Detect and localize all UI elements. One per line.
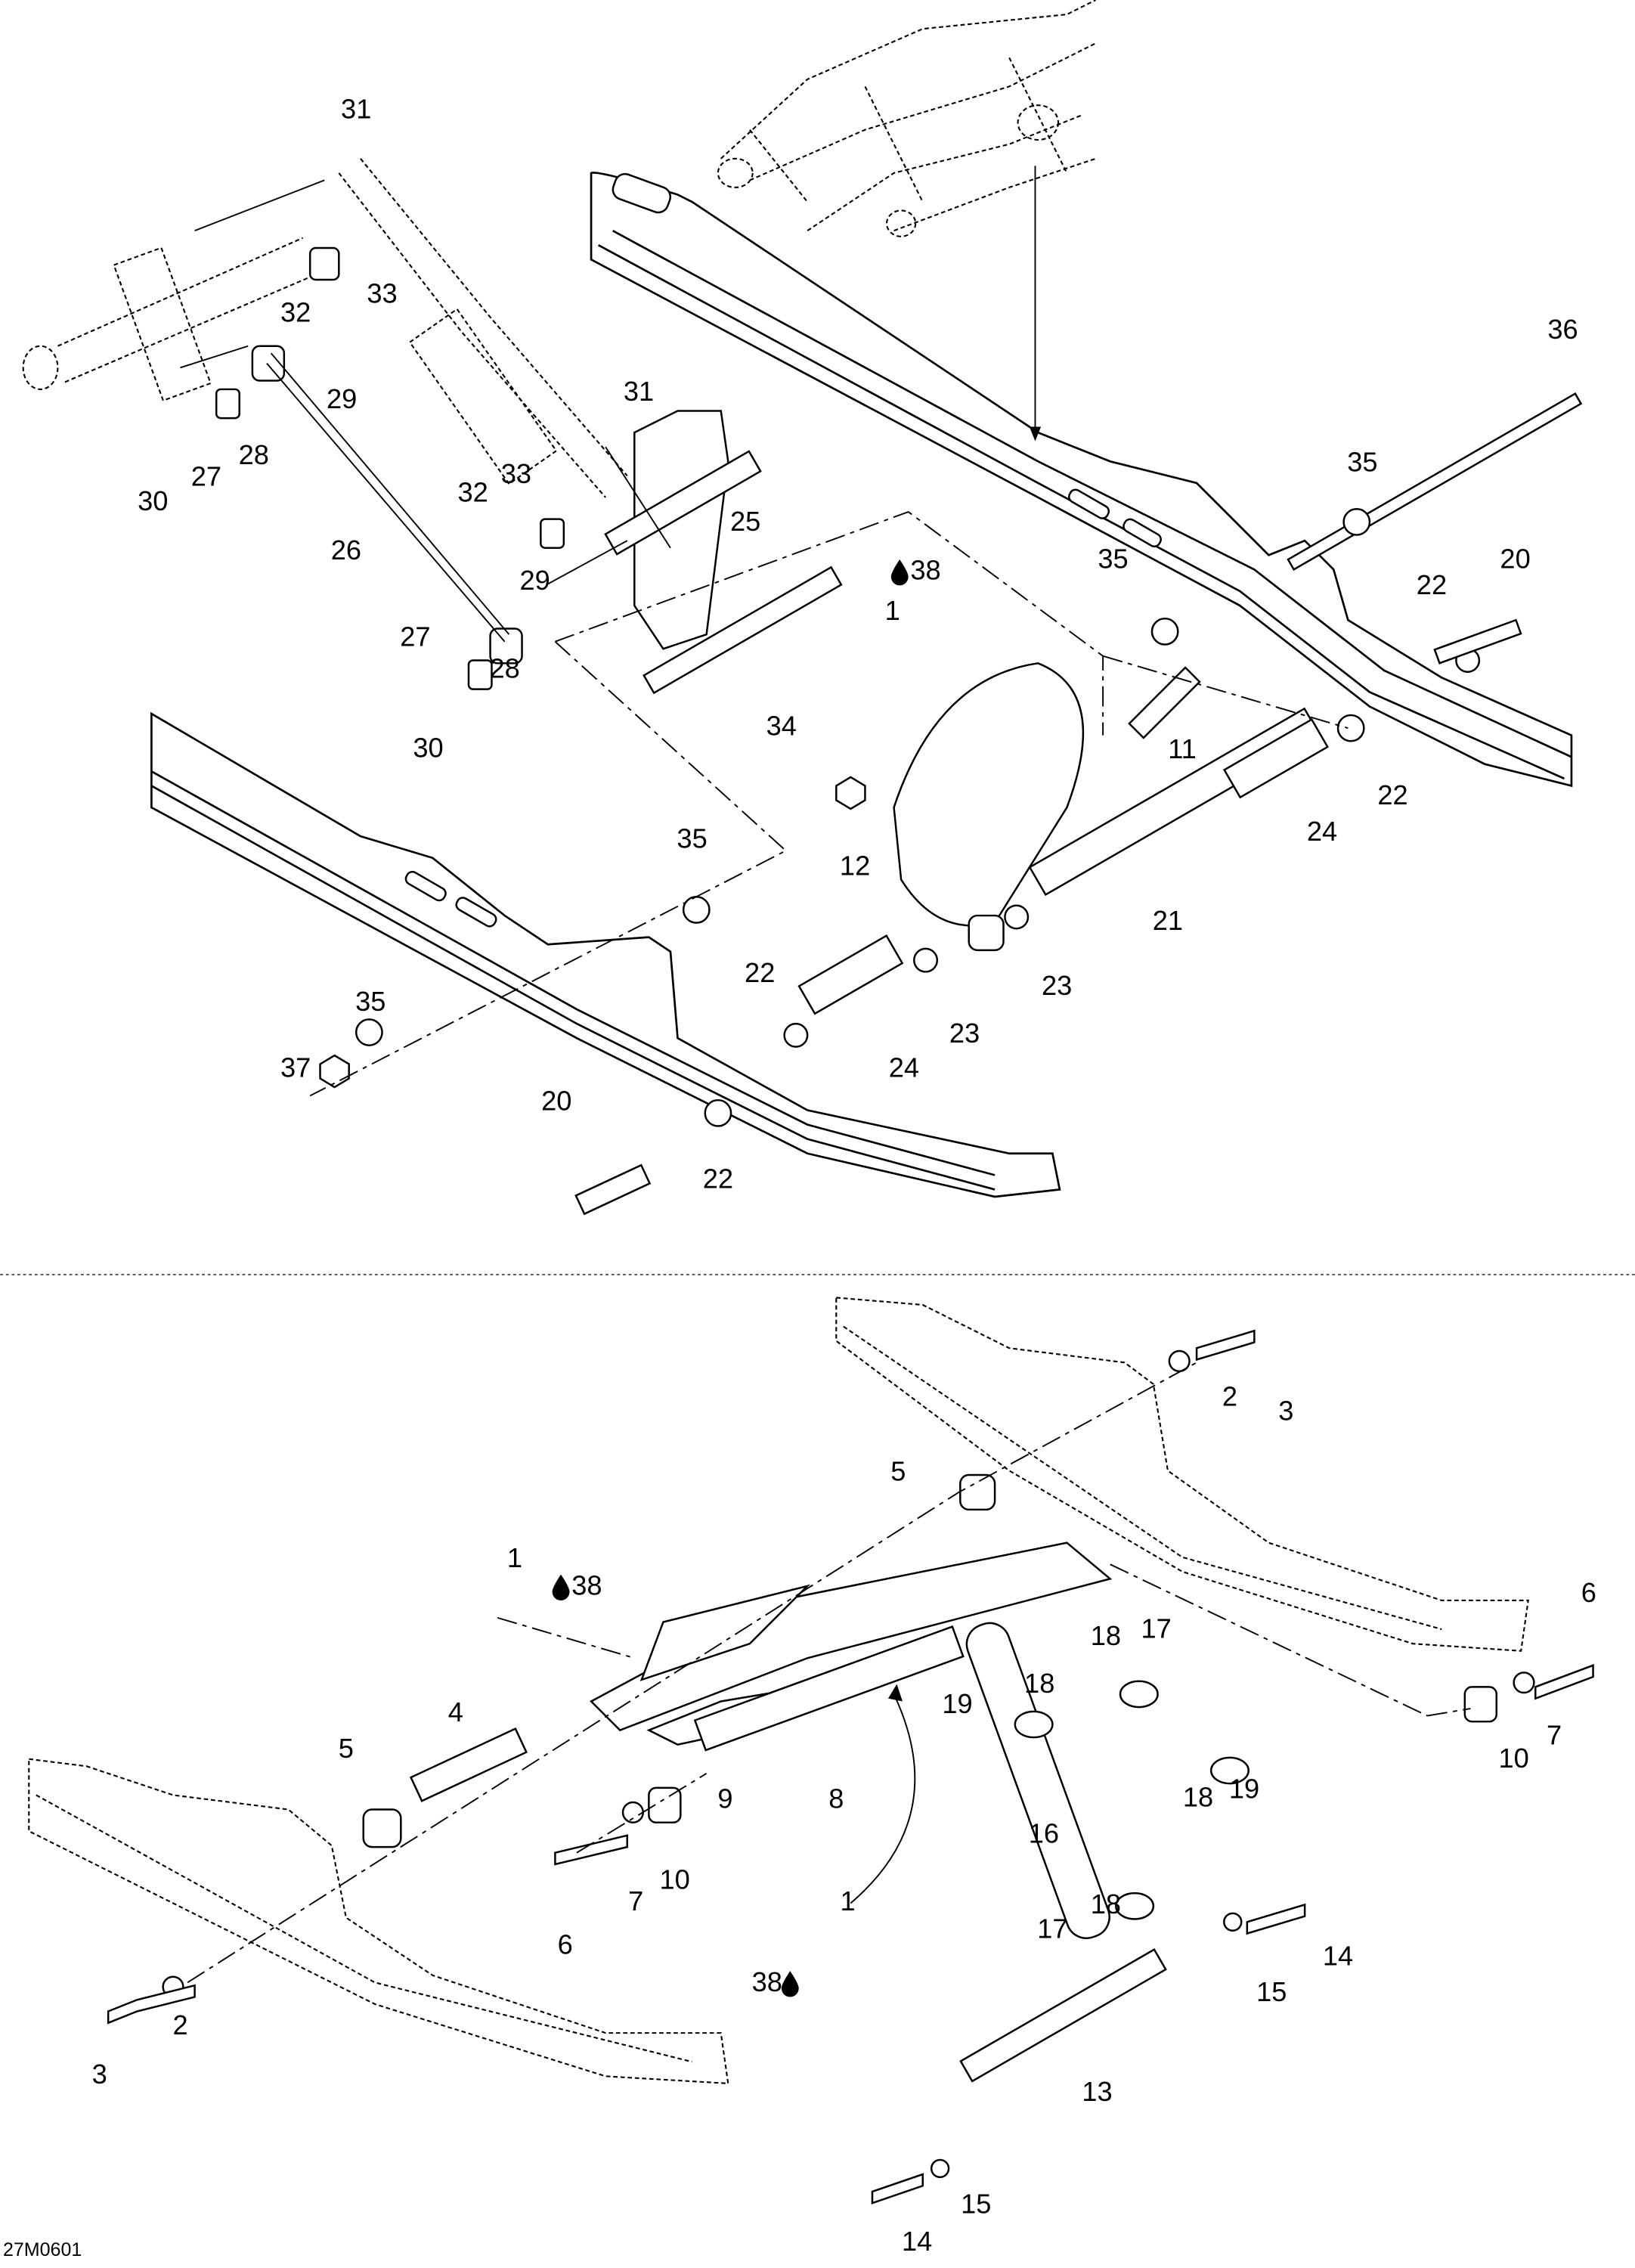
oil-drop-icon — [781, 1971, 799, 1997]
callout-number: 17 — [1037, 1913, 1067, 1944]
callout-number: 30 — [138, 485, 168, 516]
centerline — [187, 1362, 1471, 1984]
callout-number: 2 — [1222, 1381, 1237, 1412]
callout-number: 30 — [413, 732, 443, 763]
top-callouts: 31 33 32 29 28 27 30 31 33 32 26 25 38 1 29 27 28 30 34 35 1… — [138, 93, 1578, 1194]
bottom-callouts: 3 2 5 1 38 6 17 18 18 19 4 5 8 9 16 18 19 10 7 7 10 6 1 38 17 18 1… — [92, 1381, 1596, 2257]
callout-number: 29 — [327, 383, 357, 414]
bracket-and-tubes — [215, 246, 1583, 1216]
figure-id: 27M0601 — [3, 2239, 82, 2260]
callout-number: 18 — [1024, 1668, 1054, 1699]
callout-number: 8 — [828, 1783, 844, 1814]
top-assembly — [22, 0, 1583, 1216]
callout-number: 20 — [1500, 543, 1530, 574]
callout-number: 38 — [910, 555, 940, 586]
callout-number: 1 — [885, 595, 900, 626]
callout-number: 11 — [1168, 733, 1197, 764]
callout-number: 35 — [1098, 543, 1128, 574]
callout-number: 7 — [1547, 1720, 1562, 1751]
callout-number: 14 — [1323, 1941, 1353, 1972]
callout-number: 1 — [507, 1542, 522, 1573]
callout-number: 12 — [840, 850, 870, 881]
phantom-shock — [22, 158, 628, 498]
callout-number: 38 — [571, 1569, 602, 1600]
callout-number: 28 — [239, 439, 269, 470]
callout-number: 21 — [1153, 905, 1183, 936]
callout-number: 22 — [1377, 779, 1407, 810]
oil-drop-icon — [552, 1574, 570, 1600]
callout-number: 9 — [717, 1783, 732, 1814]
callout-number: 22 — [703, 1163, 733, 1194]
phantom-upper-arm — [717, 0, 1097, 442]
callout-number: 31 — [341, 93, 371, 124]
callout-number: 20 — [541, 1086, 571, 1117]
callout-number: 35 — [677, 823, 707, 854]
callout-number: 22 — [1417, 569, 1447, 600]
callout-number: 5 — [890, 1456, 906, 1487]
centerline — [309, 510, 1349, 1097]
callout-number: 3 — [1278, 1396, 1293, 1427]
callout-number: 35 — [355, 986, 386, 1017]
callout-number: 36 — [1547, 314, 1578, 345]
callout-number: 5 — [339, 1733, 354, 1764]
callout-number: 14 — [902, 2226, 932, 2257]
callout-number: 13 — [1082, 2076, 1112, 2107]
callout-number: 34 — [766, 711, 797, 742]
callout-number: 15 — [1256, 1976, 1287, 2007]
callout-number: 28 — [489, 652, 519, 683]
callout-number: 23 — [949, 1018, 980, 1049]
callout-number: 22 — [745, 957, 775, 988]
callout-number: 3 — [92, 2059, 107, 2090]
bottom-assembly — [28, 1297, 1594, 2204]
callout-number: 33 — [501, 458, 531, 489]
callout-number: 6 — [558, 1929, 573, 1960]
callout-number: 2 — [172, 2009, 187, 2040]
callout-number: 25 — [730, 506, 760, 537]
phantom-left-rail — [28, 1758, 729, 2085]
callout-number: 10 — [660, 1864, 690, 1895]
callout-number: 17 — [1141, 1613, 1172, 1644]
callout-number: 18 — [1091, 1620, 1121, 1651]
callout-number: 35 — [1347, 447, 1377, 478]
callout-number: 19 — [1229, 1773, 1259, 1804]
callout-number: 38 — [752, 1966, 782, 1997]
callout-number: 16 — [1029, 1817, 1059, 1848]
callout-number: 26 — [331, 534, 361, 565]
callout-number: 33 — [367, 278, 397, 309]
callout-number: 6 — [1581, 1577, 1596, 1608]
callout-number: 37 — [280, 1052, 311, 1083]
callout-number: 10 — [1499, 1743, 1529, 1774]
callout-number: 18 — [1183, 1782, 1213, 1813]
callout-number: 19 — [942, 1688, 972, 1719]
callout-number: 32 — [280, 296, 311, 327]
callout-number: 27 — [191, 461, 221, 492]
callout-number: 24 — [889, 1052, 919, 1083]
callout-number: 24 — [1307, 816, 1337, 847]
callout-number: 27 — [400, 621, 430, 652]
callout-number: 7 — [628, 1885, 643, 1916]
callout-number: 29 — [520, 565, 550, 596]
front-arm — [107, 1329, 1594, 2204]
callout-number: 23 — [1042, 970, 1072, 1001]
callout-number: 4 — [448, 1696, 463, 1727]
callout-number: 32 — [458, 477, 488, 508]
callout-number: 18 — [1091, 1888, 1121, 1919]
callout-number: 1 — [840, 1885, 855, 1916]
right-rail — [590, 172, 1573, 788]
phantom-right-rail — [835, 1297, 1529, 1652]
callout-number: 31 — [624, 376, 654, 407]
oil-drop-icon — [890, 559, 909, 586]
callout-number: 15 — [961, 2189, 991, 2220]
